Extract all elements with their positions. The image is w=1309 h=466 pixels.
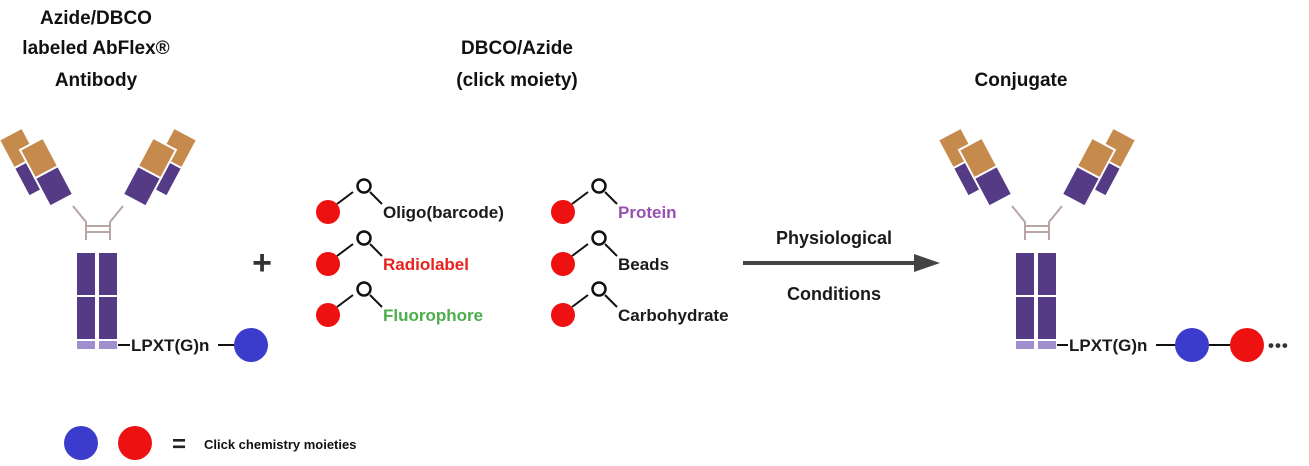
left-title-line-2: labeled AbFlex®: [22, 38, 169, 59]
moiety-bond-right: [604, 243, 618, 257]
moiety-item: Protein: [551, 178, 677, 224]
moiety-item: Fluorophore: [316, 281, 483, 327]
moiety-dbco-sphere: [551, 252, 575, 276]
legend-blue-sphere: [64, 426, 98, 460]
middle-title-line-1: DBCO/Azide: [461, 38, 573, 59]
moiety-label: Oligo(barcode): [383, 203, 504, 222]
right-title: Conjugate: [975, 70, 1068, 91]
middle-title-line-2: (click moiety): [456, 70, 577, 91]
left-azide-sphere: [234, 328, 268, 362]
moiety-bond-right: [604, 191, 618, 205]
moiety-item: Beads: [551, 230, 669, 276]
moiety-oxygen-atom: [356, 281, 372, 297]
left-title-line-3: Antibody: [55, 70, 138, 91]
right-azide-sphere: [1175, 328, 1209, 362]
moiety-label: Fluorophore: [383, 306, 483, 325]
moiety-label: Carbohydrate: [618, 306, 729, 325]
arrow-bottom-label: Conditions: [787, 284, 881, 304]
moiety-bond-right: [369, 294, 383, 308]
moiety-bond-left: [571, 243, 589, 257]
moiety-bond-left: [336, 294, 354, 308]
moiety-dbco-sphere: [551, 200, 575, 224]
plus-sign: +: [252, 244, 272, 282]
moiety-item: Oligo(barcode): [316, 178, 504, 224]
moiety-dbco-sphere: [316, 303, 340, 327]
moiety-bond-right: [604, 294, 618, 308]
moiety-dbco-sphere: [551, 303, 575, 327]
moiety-bond-left: [336, 243, 354, 257]
reaction-arrow-head: [914, 254, 940, 272]
moiety-bond-right: [369, 191, 383, 205]
legend-text: Click chemistry moieties: [204, 437, 356, 452]
moiety-label: Protein: [618, 203, 677, 222]
moiety-label: Beads: [618, 255, 669, 274]
moiety-bond-right: [369, 243, 383, 257]
right-linker-label: LPXT(G)n: [1069, 336, 1147, 355]
right-dbco-sphere: [1230, 328, 1264, 362]
legend-equals: =: [172, 431, 186, 458]
left-title-line-1: Azide/DBCO: [40, 8, 152, 29]
moiety-oxygen-atom: [356, 230, 372, 246]
moiety-oxygen-atom: [591, 178, 607, 194]
moiety-oxygen-atom: [591, 230, 607, 246]
left-linker-label: LPXT(G)n: [131, 336, 209, 355]
left-antibody: [0, 126, 198, 352]
arrow-top-label: Physiological: [776, 228, 892, 248]
moiety-oxygen-atom: [591, 281, 607, 297]
legend-red-sphere: [118, 426, 152, 460]
moiety-dbco-sphere: [316, 252, 340, 276]
moiety-item: Radiolabel: [316, 230, 469, 276]
moiety-bond-left: [571, 294, 589, 308]
moiety-bond-left: [571, 191, 589, 205]
moiety-dbco-sphere: [316, 200, 340, 224]
trailing-ellipsis: •••: [1268, 336, 1289, 355]
right-antibody: [937, 126, 1137, 352]
moiety-oxygen-atom: [356, 178, 372, 194]
moiety-label: Radiolabel: [383, 255, 469, 274]
moiety-bond-left: [336, 191, 354, 205]
moiety-item: Carbohydrate: [551, 281, 729, 327]
